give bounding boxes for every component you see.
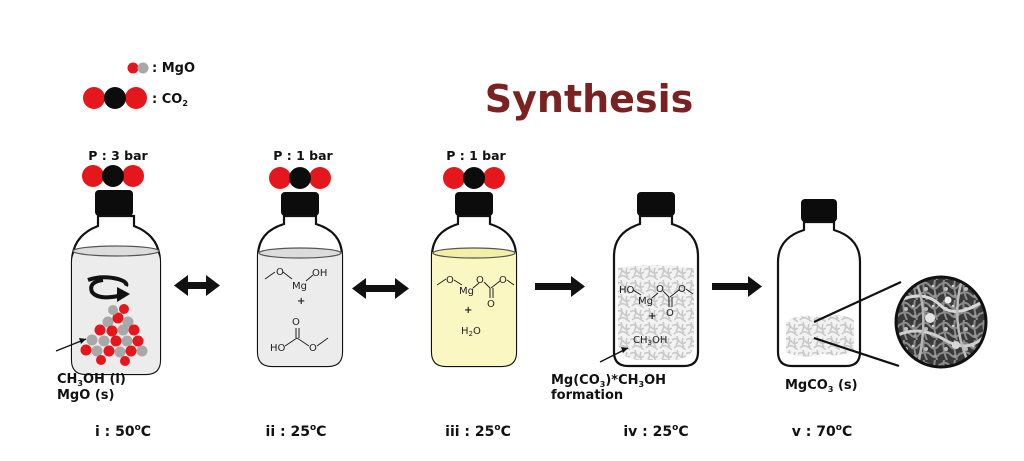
bottle-cap [801, 199, 837, 222]
methanol-formula: CH3OH [633, 335, 667, 347]
svg-text:O: O [487, 299, 495, 310]
methyl-methoxide-structure: O Mg OH [264, 267, 327, 292]
step-i-temperature: i : 50oC [95, 423, 151, 440]
mgo-particles [80, 304, 148, 366]
svg-text:O: O [292, 317, 300, 328]
svg-text:HO: HO [270, 343, 286, 354]
co2-molecule-icon [82, 165, 144, 187]
svg-text:O: O [446, 275, 454, 286]
bottle-i-label-line1: CH3OH (l) [57, 372, 126, 388]
svg-text:O: O [656, 284, 664, 295]
svg-text:O: O [678, 284, 686, 295]
legend: : MgO : CO2 [83, 61, 195, 109]
bottle-v-label: MgCO3 (s) [785, 378, 858, 394]
svg-text:Mg: Mg [292, 281, 307, 292]
svg-text:Mg: Mg [638, 296, 653, 307]
mgco3-solid [786, 315, 854, 357]
water-formula: H2O [461, 326, 481, 338]
bottle-cap [281, 192, 319, 216]
svg-text:Mg: Mg [459, 286, 474, 297]
zoom-line [813, 336, 900, 368]
bottle-v: MgCO3 (s) v : 70oC [776, 199, 988, 440]
bottle-i: P : 3 bar CH3OH ( [55, 148, 162, 440]
plus-sign: + [297, 296, 305, 307]
step-ii-temperature: ii : 25oC [266, 423, 327, 440]
zoom-line [813, 281, 902, 323]
gel-network [618, 265, 694, 360]
reversible-arrow-icon [174, 275, 220, 296]
svg-text:O: O [476, 275, 484, 286]
pressure-label: P : 1 bar [273, 148, 333, 163]
svg-text:OH: OH [312, 268, 327, 279]
bottle-cap [637, 192, 675, 216]
svg-text:HO: HO [619, 285, 635, 296]
methyl-carbonate-mg-structure: O Mg O O O [436, 275, 515, 310]
bottle-cap [95, 190, 133, 216]
svg-text:O: O [666, 308, 674, 319]
co2-molecule-icon [443, 167, 505, 189]
reversible-arrow-icon [352, 278, 409, 299]
pressure-label: P : 1 bar [446, 148, 506, 163]
co2-legend-icon [83, 87, 147, 109]
forward-arrow-icon [712, 276, 762, 297]
bottle-i-label-line2: MgO (s) [57, 388, 114, 403]
methyl-carbonic-acid-structure: O HO O [270, 317, 329, 354]
solution [432, 252, 516, 366]
bottle-iv-label-line2: formation [551, 388, 623, 403]
co2-legend-label: : CO2 [152, 92, 188, 108]
bottle-ii: P : 1 bar O Mg OH + O HO O ii [256, 148, 344, 440]
methyl-carbonate-mg-structure: HO Mg O O O [619, 284, 694, 319]
bottle-iv: HO Mg O O O + CH3OH Mg(CO3)*CH3OH format… [551, 192, 700, 440]
step-iv-temperature: iv : 25oC [623, 423, 688, 440]
step-iii-temperature: iii : 25oC [445, 423, 511, 440]
forward-arrow-icon [535, 276, 585, 297]
bottle-iv-label-line1: Mg(CO3)*CH3OH [551, 373, 666, 389]
mgo-legend-icon [127, 62, 149, 74]
step-v-temperature: v : 70oC [792, 423, 852, 440]
mgo-legend-label: : MgO [152, 61, 195, 76]
bottle-iii: P : 1 bar O Mg O O O + H2O iii : 25oC [430, 148, 518, 440]
page-title: Synthesis [485, 77, 693, 121]
pressure-label: P : 3 bar [88, 148, 148, 163]
plus-sign: + [464, 305, 472, 316]
bottle-cap [455, 192, 493, 216]
svg-text:O: O [276, 267, 284, 278]
plus-sign: + [648, 311, 656, 322]
sem-micrograph-image [894, 275, 988, 369]
co2-molecule-icon [269, 167, 331, 189]
stirring-arrow-icon [87, 275, 130, 302]
svg-text:O: O [499, 275, 507, 286]
svg-text:O: O [309, 343, 317, 354]
solution [258, 252, 342, 366]
